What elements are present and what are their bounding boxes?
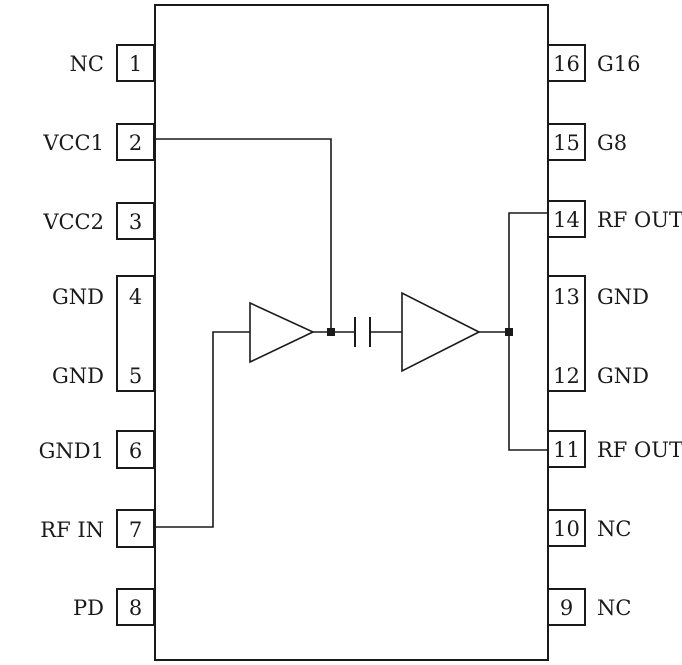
pin-number: 2 <box>129 131 142 155</box>
pin-box-14 <box>547 200 586 238</box>
left-pin-column: 1 2 3 4 5 6 7 8 NC VCC1 VCC2 GND GND GND… <box>39 44 155 626</box>
pin-label: NC <box>597 596 631 620</box>
pin-number: 4 <box>129 285 142 309</box>
pin-label: G8 <box>597 131 627 155</box>
second-amplifier-icon <box>401 291 481 373</box>
rf-out-11-wire <box>508 332 548 451</box>
junction-dot <box>505 328 513 336</box>
pin-box-15 <box>547 123 586 161</box>
pin-box-8 <box>116 588 155 626</box>
pin-number: 7 <box>129 518 142 542</box>
vcc1-wire <box>155 138 332 332</box>
pin-label: VCC2 <box>42 210 104 234</box>
pin-label: GND1 <box>39 439 104 463</box>
right-pin-column: 16 15 14 13 12 11 10 9 G16 G8 RF OUT GND… <box>547 44 682 626</box>
pin-number: 10 <box>553 517 580 541</box>
pin-number: 11 <box>553 438 580 462</box>
internal-circuit <box>155 138 548 528</box>
pin-label: VCC1 <box>42 131 104 155</box>
pin-number: 15 <box>553 131 580 155</box>
pin-label: RF OUT <box>597 208 682 232</box>
pin-number: 13 <box>553 285 580 309</box>
junction-dot <box>327 328 335 336</box>
rf-in-wire <box>155 331 250 528</box>
pin-number: 3 <box>129 210 142 234</box>
pin-box-10 <box>547 509 586 547</box>
pin-box-6 <box>116 430 155 469</box>
pin-box-9 <box>547 588 586 626</box>
pin-label: PD <box>73 596 104 620</box>
pin-box-7 <box>116 509 155 548</box>
first-amplifier-icon <box>249 301 315 364</box>
pin-box-13-12 <box>547 275 586 392</box>
pin-label: GND <box>597 364 649 388</box>
pin-box-1 <box>116 44 155 82</box>
pin-box-11 <box>547 430 586 468</box>
rf-out-14-wire <box>508 212 548 332</box>
pin-number: 5 <box>129 364 142 388</box>
pin-number: 1 <box>129 52 142 76</box>
pin-label: GND <box>52 285 104 309</box>
pin-number: 9 <box>560 596 573 620</box>
pin-box-2 <box>116 123 155 161</box>
pin-box-16 <box>547 44 586 82</box>
pin-number: 16 <box>553 52 580 76</box>
pin-number: 6 <box>129 439 142 463</box>
pin-label: NC <box>597 517 631 541</box>
pin-box-3 <box>116 202 155 240</box>
pin-label: RF IN <box>40 518 104 542</box>
pin-number: 12 <box>553 364 580 388</box>
pin-label: NC <box>70 52 104 76</box>
pin-label: G16 <box>597 52 641 76</box>
pin-number: 14 <box>553 208 580 232</box>
pin-label: GND <box>52 364 104 388</box>
pin-label: GND <box>597 285 649 309</box>
pin-number: 8 <box>129 596 142 620</box>
pin-box-4-5 <box>116 275 155 392</box>
pin-label: RF OUT <box>597 438 682 462</box>
